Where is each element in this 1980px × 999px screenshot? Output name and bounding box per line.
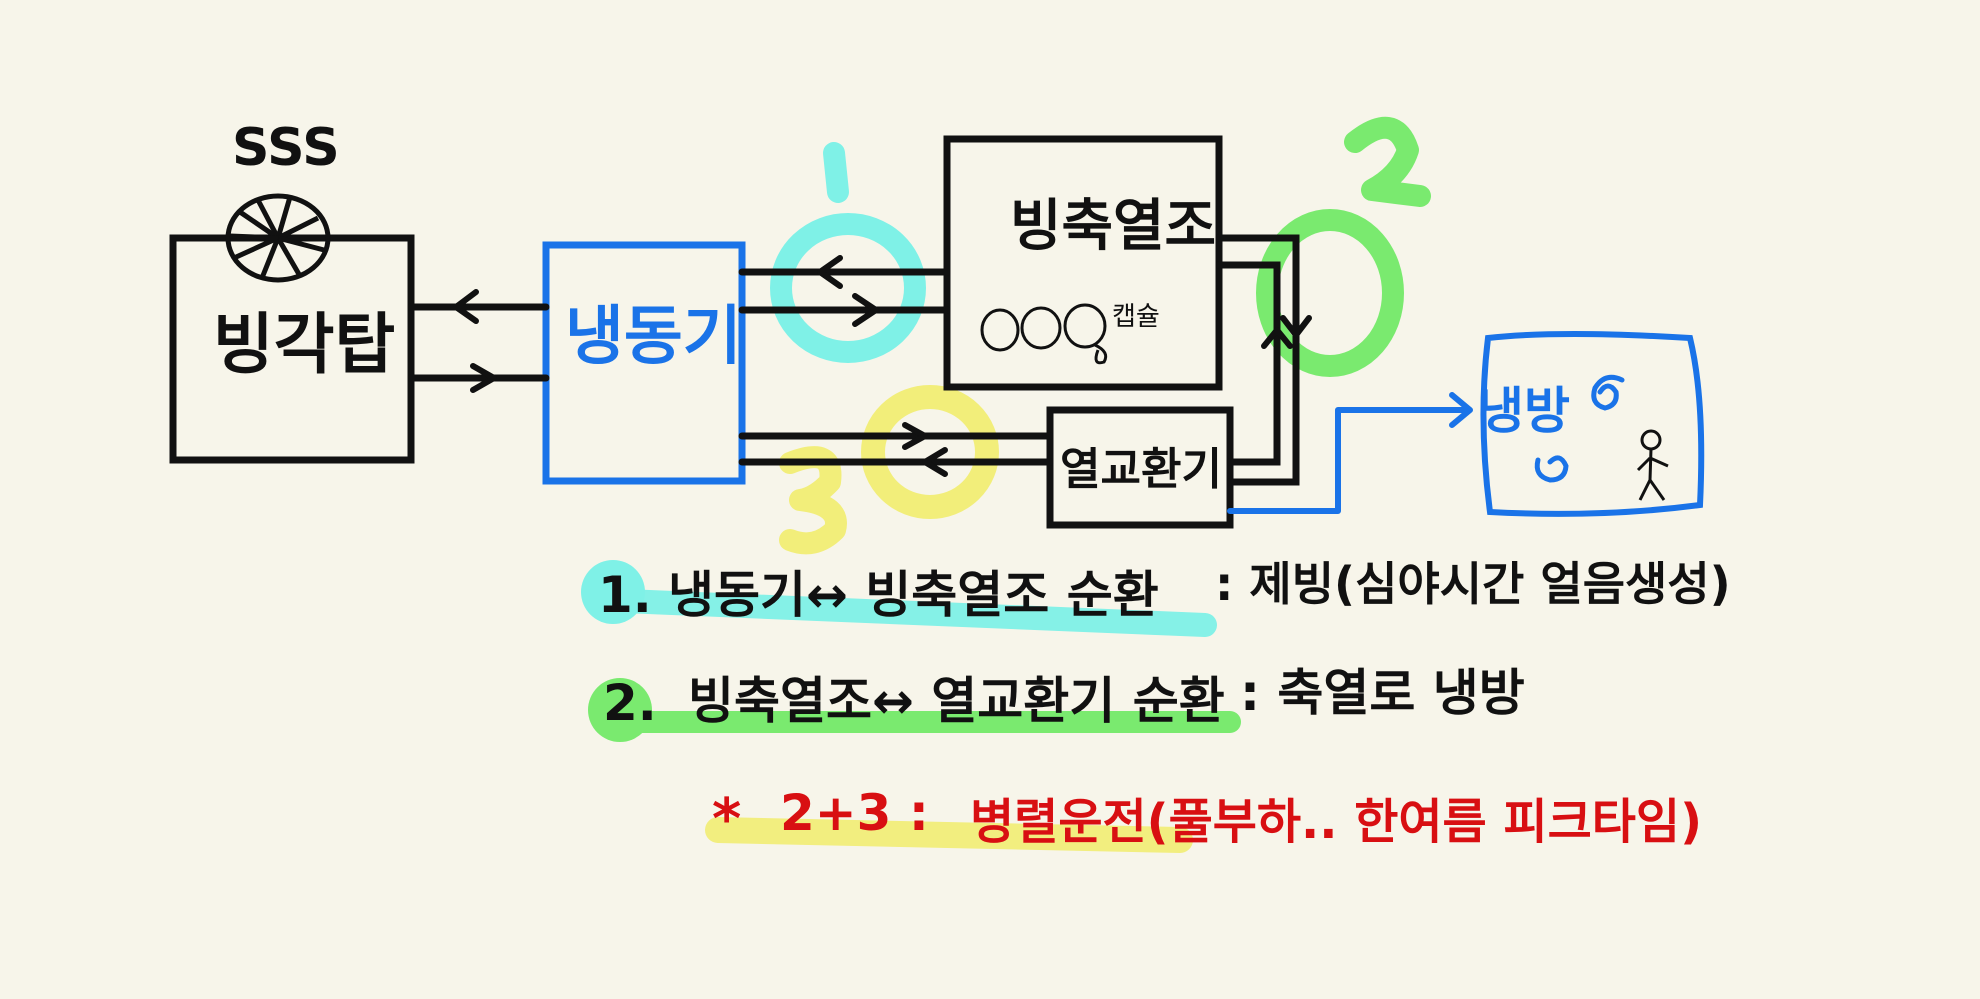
note-3-desc: 병렬운전(풀부하.. 한여름 피크타임) [970,794,1702,850]
heat-exchanger-box [1046,406,1234,529]
cooling-tower: SSS 빙각탑 [169,118,415,464]
loop-3-number [779,446,847,555]
cooling-space-boundary [1480,331,1705,517]
heat-exchanger: 열교환기 [1046,406,1234,529]
cooling-tower-label: 빙각탑 [213,306,395,383]
note-2-desc: : 축열로 냉방 [1240,664,1525,722]
supply-line [1227,392,1473,514]
loop-1-number [823,142,849,203]
notes: 1. 냉동기↔ 빙축열조 순환 : 제빙(심야시간 얼음생성) 2. 빙축열조↔… [598,557,1731,852]
loop-1-circle [770,213,926,363]
chiller-label: 냉동기 [565,300,742,374]
chiller-box [542,241,746,485]
chiller: 냉동기 [542,241,746,485]
loop-2-number [1344,116,1431,207]
person-icon [1636,429,1669,501]
note2-marker-highlight [588,678,652,742]
heat-exchanger-label: 열교환기 [1060,444,1222,495]
note-3-text: 2+3 : [780,784,929,842]
pipes [407,234,1300,486]
loop-2-circle [1256,209,1404,377]
note-1-desc: : 제빙(심야시간 얼음생성) [1215,557,1731,611]
note3-highlight [705,817,1193,853]
ice-storage-label: 빙축열조 [1010,194,1216,259]
note-1-number: 1. [598,566,652,624]
ice-storage-box [943,135,1223,391]
capsule-note: 캡슐 [1112,302,1160,332]
cooling-space: 냉방 [1478,331,1705,517]
note-2-number: 2. [603,674,657,732]
swirl-icon [1591,374,1625,411]
note-3-star: * [712,787,741,852]
highlights [581,560,1241,853]
note-2-text: 빙축열조↔ 열교환기 순환 [688,672,1225,730]
fan-icon [225,193,331,283]
swirl-icon-2 [1534,455,1569,483]
note1-highlight [588,588,1217,637]
note1-marker-highlight [581,560,645,624]
flow-arrows [453,255,1312,477]
loop-3-circle [861,385,999,519]
steam-text: SSS [232,118,340,178]
cooling-tower-box [169,234,415,464]
cooling-label: 냉방 [1478,382,1570,440]
capsule-icons [980,303,1108,365]
ice-storage-tank: 빙축열조 캡슐 [943,135,1223,391]
note-1-text: 냉동기↔ 빙축열조 순환 [668,566,1159,624]
